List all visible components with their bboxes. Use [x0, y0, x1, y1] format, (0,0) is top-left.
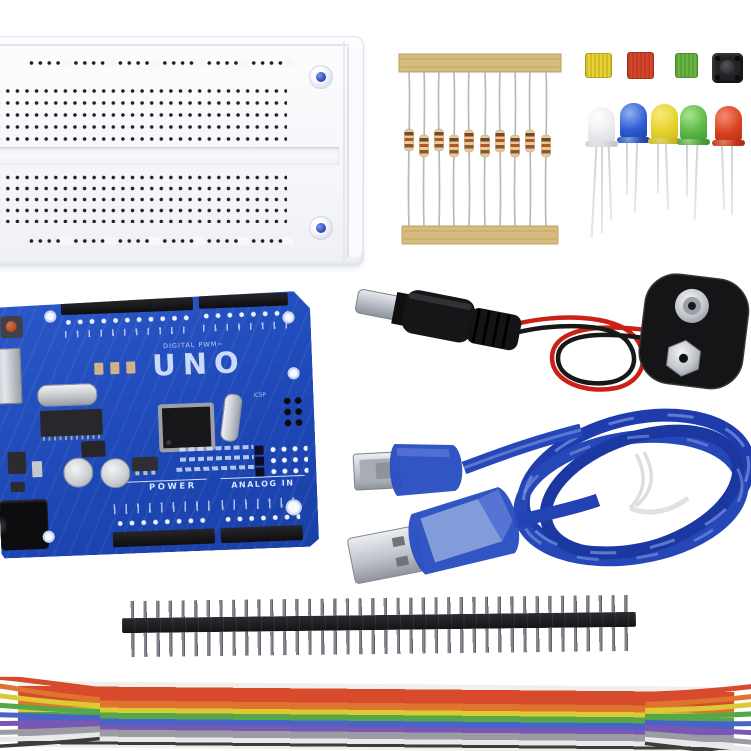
battery-clip-cable	[354, 273, 750, 392]
digital-pin-labels	[203, 321, 289, 331]
crystal-oscillator	[37, 383, 98, 407]
arduino-uno-board: DIGITAL PWM~ UNO ICSP POWER ANALOG IN	[0, 291, 319, 559]
resistor-bodies	[404, 128, 551, 158]
power-header	[113, 528, 216, 547]
smd-part	[11, 482, 25, 493]
breadboard-screw-top	[309, 65, 333, 89]
analog-header	[221, 525, 304, 543]
power-holes	[114, 515, 212, 528]
breadboard-center-channel	[0, 147, 339, 165]
button-cap-red	[627, 52, 654, 79]
voltage-regulator	[132, 457, 159, 472]
led-yellow-lead	[664, 142, 670, 211]
digital-header-left	[61, 297, 193, 315]
led-white-lead	[601, 146, 603, 233]
prototype-hole-grid	[267, 443, 308, 478]
led-yellow-lead	[657, 143, 659, 193]
resistor-tape-bottom	[401, 225, 559, 245]
uno-label: UNO	[151, 345, 247, 383]
power-pin-labels	[114, 501, 210, 515]
usb-cable-coil	[461, 408, 751, 567]
mini-breadboard	[0, 36, 364, 266]
led-red	[715, 106, 742, 142]
pin-header-strip	[116, 593, 645, 661]
electrolytic-capacitor	[100, 458, 131, 489]
icsp-header	[281, 395, 304, 429]
analog-in-label: ANALOG IN	[231, 478, 295, 490]
led-white	[588, 107, 615, 143]
twist-tie	[628, 451, 690, 515]
usb-cable	[347, 408, 751, 584]
icsp-label: ICSP	[253, 392, 266, 399]
rainbow-ribbon-cable	[0, 676, 751, 751]
led-green-lead	[686, 144, 688, 196]
led-blue	[620, 103, 647, 139]
digital-holes-left	[62, 313, 192, 327]
pinout-text-row	[180, 455, 254, 462]
electrolytic-capacitor	[63, 457, 94, 488]
ribbon-stripes	[17, 680, 735, 751]
dc-power-jack	[0, 499, 49, 551]
resistor-strip	[398, 53, 562, 245]
dc-barrel-plug	[354, 289, 522, 351]
pinout-text-row	[176, 465, 254, 472]
led-blue-lead	[633, 141, 639, 214]
led-white-lead	[607, 145, 613, 221]
button-cap-green	[675, 53, 698, 78]
usb-b-connector	[352, 444, 463, 496]
breadboard-screw-bottom	[309, 216, 333, 240]
breadboard-top-seam	[0, 44, 349, 46]
battery-snap-clip	[638, 273, 750, 390]
reset-button	[0, 316, 23, 339]
tactile-push-button	[712, 53, 743, 83]
digital-pin-labels	[65, 326, 193, 338]
breadboard-side-tab	[347, 47, 362, 257]
mounting-hole	[287, 367, 299, 379]
led-green-lead	[693, 143, 699, 221]
breadboard-power-rail-bottom	[27, 237, 295, 245]
led-white-lead	[590, 146, 598, 238]
ribbon-frayed-right	[644, 682, 751, 751]
digital-header-right	[199, 292, 288, 308]
power-label: POWER	[148, 481, 197, 493]
smd-part	[32, 461, 43, 477]
ribbon-frayed-left	[0, 676, 101, 749]
led-blue-lead	[626, 142, 628, 195]
mounting-hole	[282, 311, 294, 323]
usb-a-connector	[347, 487, 520, 584]
usb-serial-chip	[40, 409, 103, 437]
mounting-hole	[44, 310, 56, 322]
led-green	[680, 105, 707, 141]
led-red-lead	[731, 145, 733, 215]
usb-b-port	[0, 348, 23, 405]
breadboard-side-seam	[343, 41, 345, 261]
breadboard-hole-block-bottom	[0, 169, 287, 223]
header-pins-bottom	[126, 626, 633, 658]
breadboard-power-rail-top	[27, 59, 295, 67]
resistor-tape-top	[398, 53, 562, 73]
smd-chip	[81, 441, 106, 458]
digital-holes-right	[200, 308, 288, 320]
button-cap-yellow	[585, 53, 612, 78]
atmega328-mcu	[158, 402, 216, 452]
smd-capacitors	[94, 363, 103, 375]
smd-part	[7, 452, 26, 475]
led-yellow	[651, 104, 678, 140]
crystal-oscillator-2	[220, 393, 244, 443]
breadboard-hole-block-top	[0, 81, 287, 141]
led-red-lead	[720, 144, 726, 210]
mounting-hole	[43, 531, 55, 543]
